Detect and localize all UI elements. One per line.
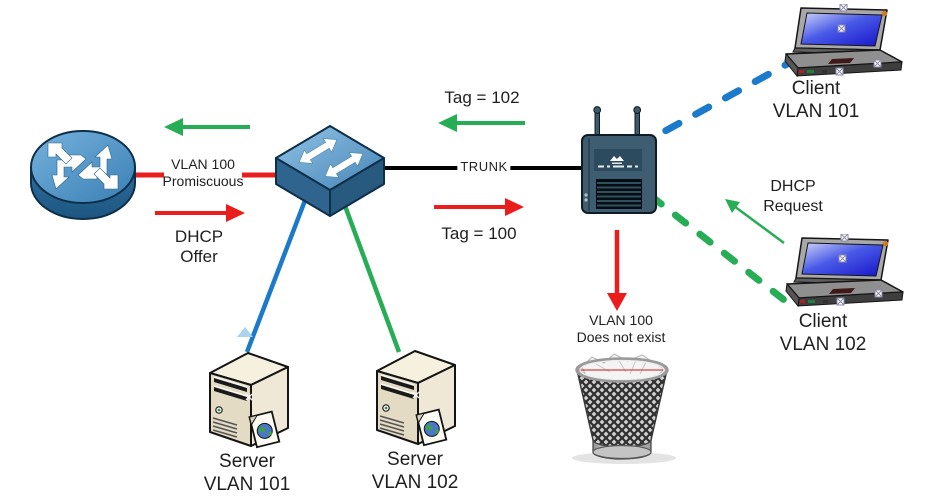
laptop-icon xyxy=(784,4,903,78)
router-arrow-in-se xyxy=(47,142,73,165)
label-dhcp-request: DHCP Request xyxy=(763,178,823,215)
label-tag-102: Tag = 102 xyxy=(444,88,520,107)
label-server-vlan102: Server VLAN 102 xyxy=(371,449,459,493)
arrow-dhcp-request xyxy=(725,199,785,245)
wireless-ap-icon xyxy=(581,106,657,214)
selection-marks xyxy=(835,4,882,76)
link-switch-server101 xyxy=(237,189,312,353)
arrow-green-to-router xyxy=(164,118,250,136)
switch-icon xyxy=(275,125,385,217)
server-icon xyxy=(209,352,289,449)
server-web-page xyxy=(248,410,281,449)
link-ap-client102 xyxy=(647,192,792,307)
laptop-icon xyxy=(785,234,904,308)
router-arrow-in-nw xyxy=(93,167,119,190)
label-trunk: TRUNK xyxy=(457,159,511,175)
router-arrow-ne xyxy=(77,144,113,180)
ap-antenna-left xyxy=(593,106,602,138)
label-vlan100-does-not-exist: VLAN 100 Does not exist xyxy=(576,312,666,345)
arrow-tag100 xyxy=(434,198,524,216)
arrow-tag102 xyxy=(438,114,525,132)
switch-arrows xyxy=(298,138,364,178)
small-blue-triangle xyxy=(237,327,253,337)
link-ap-client101 xyxy=(632,59,793,151)
label-vlan100-promiscuous: VLAN 100 Promiscuous xyxy=(162,156,244,189)
ap-vents xyxy=(597,182,641,207)
server-icon xyxy=(376,350,456,447)
link-switch-server102 xyxy=(338,194,402,353)
trash-icon xyxy=(572,353,676,464)
server-vents xyxy=(212,417,238,438)
arrow-to-trash xyxy=(607,230,627,311)
server-vents xyxy=(379,415,405,436)
server-web-page xyxy=(415,408,448,447)
router-icon xyxy=(30,130,136,220)
arrow-dhcp-offer xyxy=(155,204,245,222)
ap-logo xyxy=(610,156,624,161)
label-tag-100: Tag = 100 xyxy=(441,224,517,243)
ap-antenna-right xyxy=(633,106,642,138)
label-client-vlan102: Client VLAN 102 xyxy=(779,311,867,355)
label-server-vlan101: Server VLAN 101 xyxy=(203,451,291,495)
label-dhcp-offer: DHCP Offer xyxy=(174,227,224,267)
ap-label-dashes xyxy=(598,165,638,168)
label-client-vlan101: Client VLAN 101 xyxy=(772,78,860,122)
selection-marks xyxy=(836,234,883,306)
